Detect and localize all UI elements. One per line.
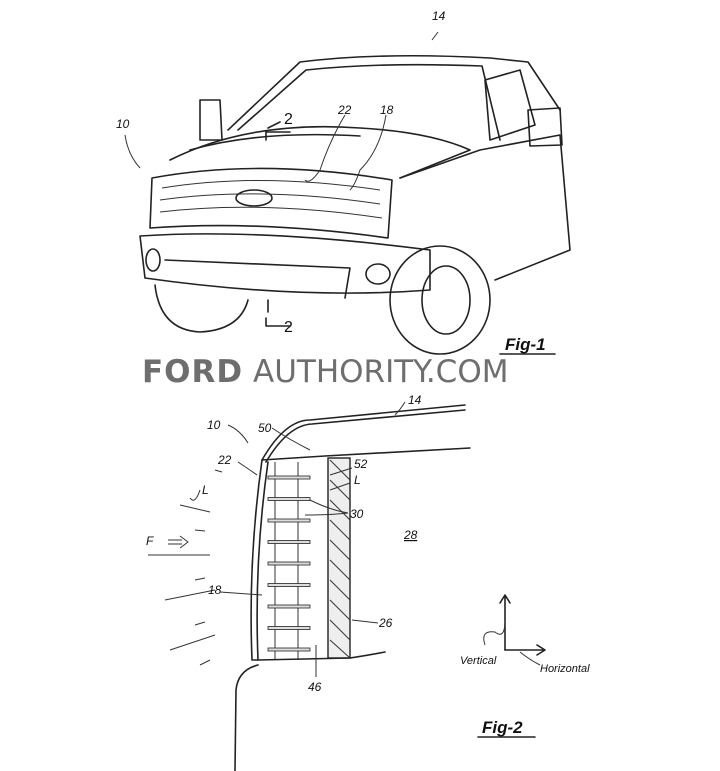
label-18-fig2: 18: [208, 583, 222, 597]
label-46: 46: [308, 680, 322, 694]
section-label-bottom: 2: [284, 319, 293, 336]
label-10-fig2: 10: [207, 418, 221, 432]
label-L-left: L: [202, 483, 209, 497]
grille-slat: [267, 475, 311, 480]
grille-slat: [267, 518, 311, 523]
grille-slat: [267, 540, 311, 544]
grille-slat: [267, 604, 311, 609]
label-L-right: L: [354, 473, 361, 487]
section-label-top: 2: [284, 111, 293, 128]
grille-slat: [267, 561, 311, 566]
ford-authority-watermark: FORD AUTHORITY.COM: [142, 354, 509, 390]
figure-1-title: Fig-1: [505, 335, 546, 354]
label-28: 28: [403, 528, 418, 542]
label-14-fig2: 14: [408, 393, 422, 407]
axis-vertical-label: Vertical: [460, 655, 497, 667]
figure-2-title: Fig-2: [482, 718, 523, 737]
label-22: 22: [337, 103, 352, 117]
grille-slat: [267, 497, 311, 501]
grille-slat: [267, 647, 311, 652]
axis-horizontal-label: Horizontal: [540, 663, 590, 675]
label-10: 10: [116, 117, 130, 131]
label-50: 50: [258, 421, 272, 435]
label-18: 18: [380, 103, 394, 117]
figure-2-section: [148, 401, 546, 771]
label-22-fig2: 22: [217, 453, 232, 467]
grille-slat: [267, 583, 311, 587]
label-14: 14: [432, 9, 446, 23]
label-52: 52: [354, 457, 368, 471]
grille-slat: [267, 626, 311, 630]
figure-1-truck: [124, 31, 571, 355]
label-30: 30: [350, 507, 364, 521]
label-F: F: [146, 534, 154, 548]
label-26: 26: [378, 616, 393, 630]
